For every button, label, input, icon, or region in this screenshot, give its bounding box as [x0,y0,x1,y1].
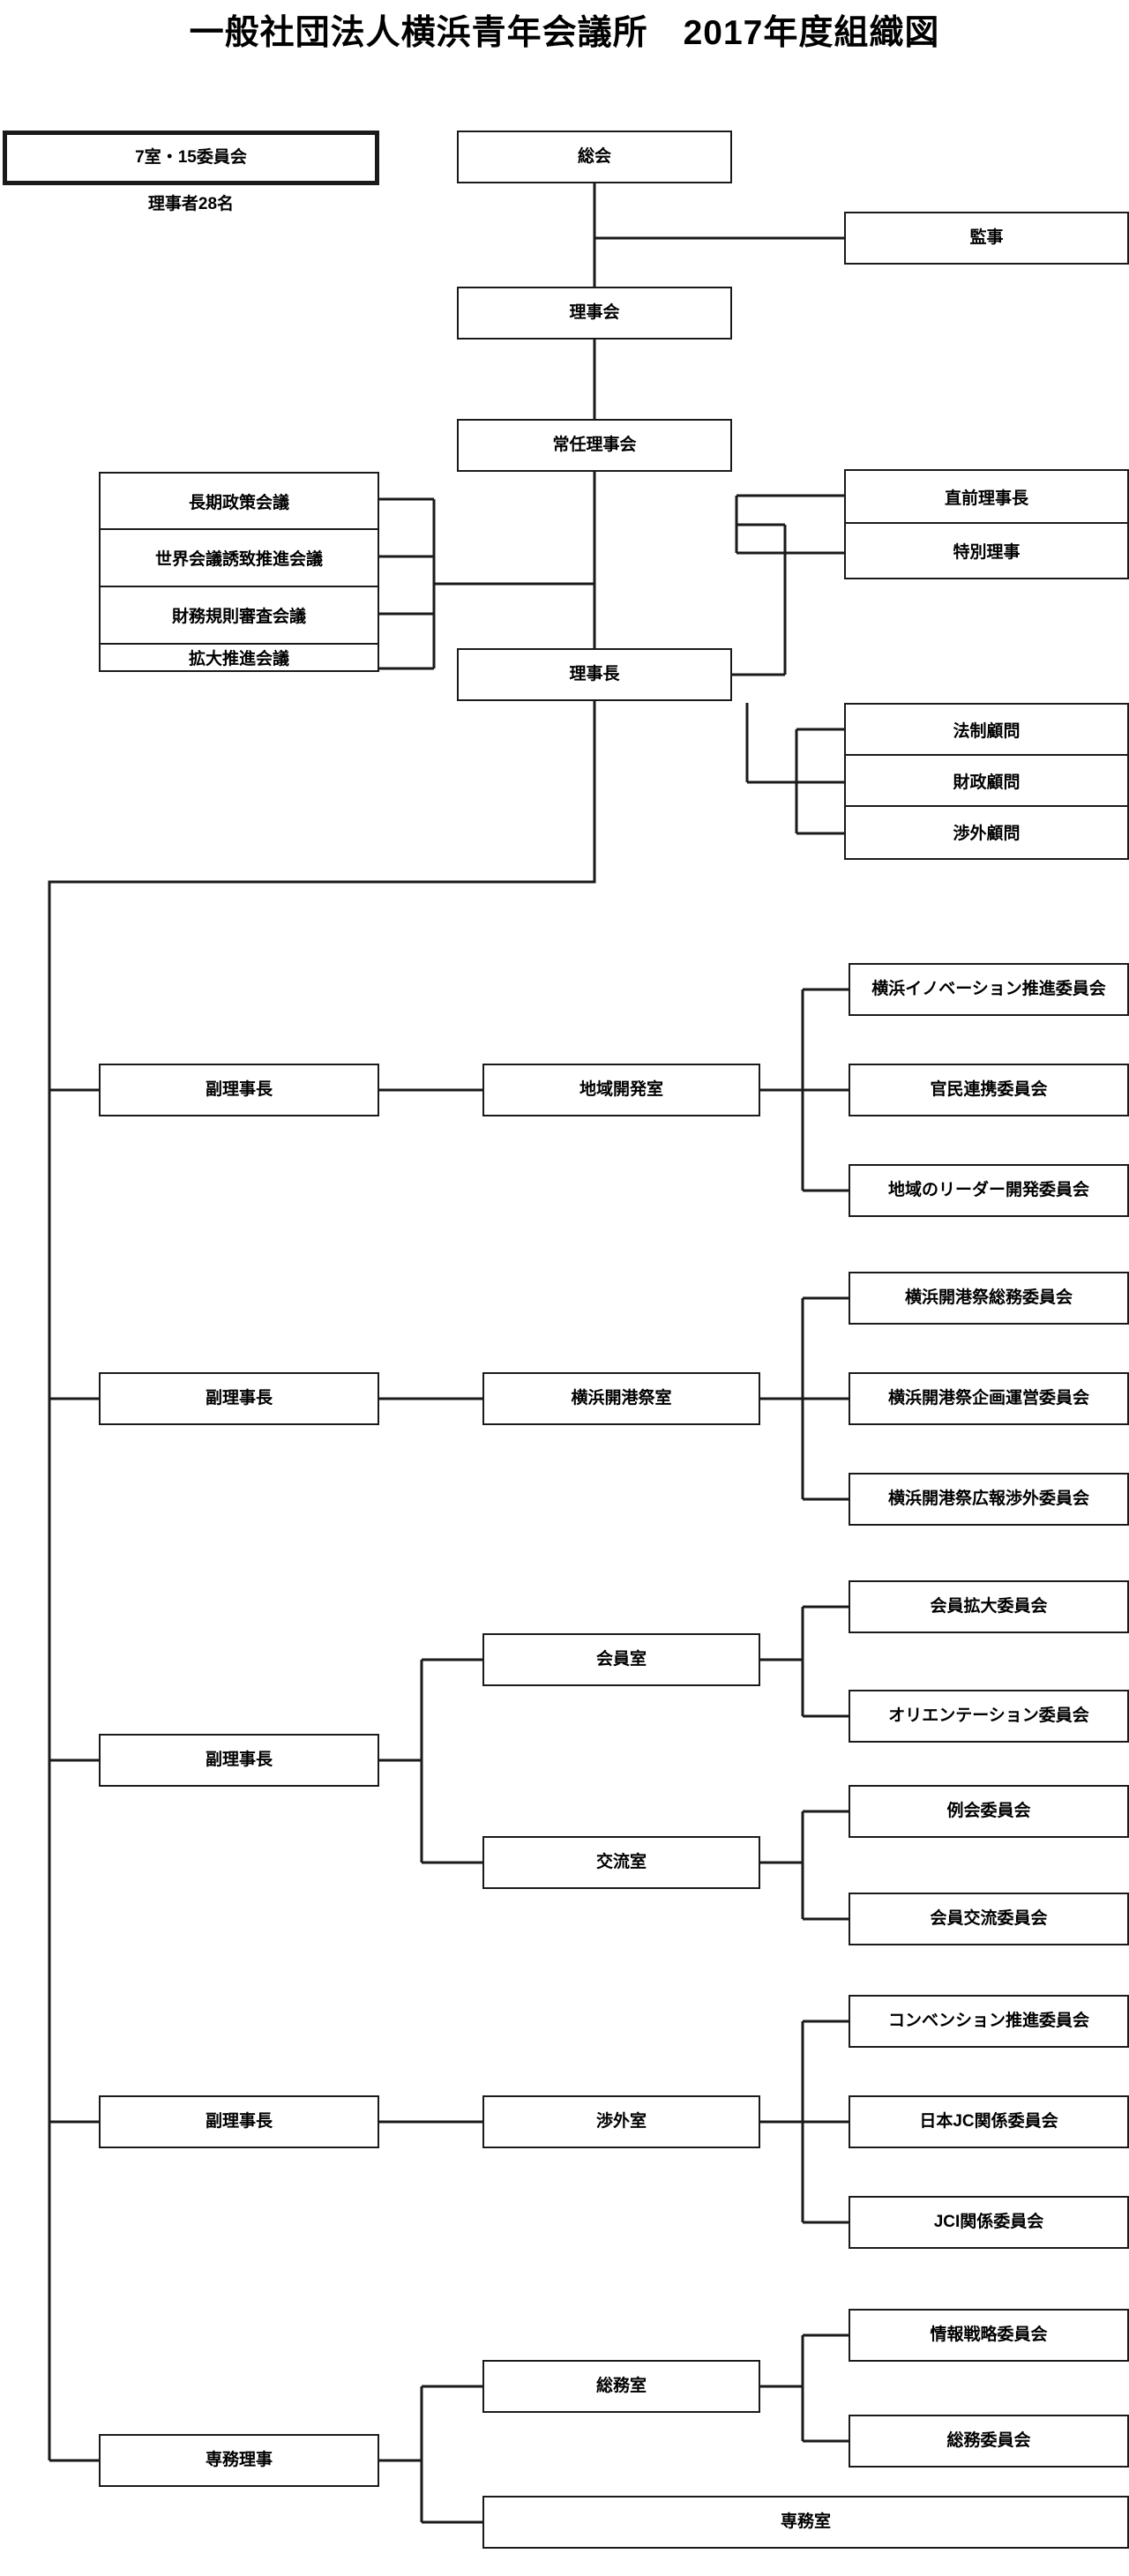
node-committee-yokohama-innovation[interactable]: 横浜イノベーション推進委員会 [849,963,1129,1016]
node-room-kaikosai-label: 横浜開港祭室 [571,1388,672,1407]
node-committee-regular-meeting-label: 例会委員会 [946,1801,1031,1820]
node-vice-president-2-label: 副理事長 [205,1388,273,1407]
node-council-2[interactable]: 世界会議誘致推進会議 [101,530,378,587]
node-external-advisor[interactable]: 渉外顧問 [846,807,1127,857]
node-committee-kaikosai-pr-label: 横浜開港祭広報渉外委員会 [887,1489,1089,1508]
node-committee-member-expansion-label: 会員拡大委員会 [930,1596,1048,1616]
node-room-managing-office[interactable]: 専務室 [482,2496,1129,2549]
node-committee-general-affairs[interactable]: 総務委員会 [849,2415,1129,2468]
node-committee-info-strategy-label: 情報戦略委員会 [930,2325,1048,2344]
node-room-external-affairs-label: 渉外室 [595,2111,647,2131]
node-general-meeting-label: 総会 [577,146,611,166]
node-committee-jci[interactable]: JCI関係委員会 [849,2196,1129,2249]
node-committee-kaikosai-general-affairs-label: 横浜開港祭総務委員会 [904,1288,1073,1307]
node-council-3-label: 財務規則審査会議 [171,608,306,626]
node-committee-member-expansion[interactable]: 会員拡大委員会 [849,1580,1129,1633]
node-committee-info-strategy[interactable]: 情報戦略委員会 [849,2309,1129,2362]
node-legal-advisor[interactable]: 法制顧問 [846,705,1127,756]
node-committee-orientation-label: オリエンテーション委員会 [888,1706,1089,1725]
node-vice-president-3[interactable]: 副理事長 [99,1734,379,1787]
node-committee-member-exchange-label: 会員交流委員会 [930,1908,1048,1928]
node-finance-advisor[interactable]: 財政顧問 [846,756,1127,807]
node-council-1-label: 長期政策会議 [188,493,289,512]
node-vice-president-1[interactable]: 副理事長 [99,1064,379,1116]
node-committee-regular-meeting[interactable]: 例会委員会 [849,1785,1129,1838]
node-managing-director-label: 専務理事 [205,2450,273,2469]
node-committee-jci-label: JCI関係委員会 [933,2212,1044,2231]
node-immediate-past-president[interactable]: 直前理事長 [846,471,1127,524]
node-immediate-past-president-label: 直前理事長 [944,489,1028,508]
node-vice-president-2[interactable]: 副理事長 [99,1372,379,1425]
node-room-general-affairs[interactable]: 総務室 [482,2360,760,2413]
node-vice-president-3-label: 副理事長 [205,1750,273,1769]
node-president-label: 理事長 [569,664,620,683]
node-president[interactable]: 理事長 [457,648,732,701]
node-committee-local-leader[interactable]: 地域のリーダー開発委員会 [849,1164,1129,1217]
node-managing-director[interactable]: 専務理事 [99,2434,379,2487]
node-board-of-directors[interactable]: 理事会 [457,287,732,340]
node-external-advisor-label: 渉外顧問 [953,825,1021,843]
legend-box-label: 7室・15委員会 [135,147,247,167]
node-standing-board-label: 常任理事会 [552,435,637,454]
node-special-director[interactable]: 特別理事 [846,524,1127,577]
special-officers-stack: 直前理事長 特別理事 [844,469,1129,579]
node-committee-member-exchange[interactable]: 会員交流委員会 [849,1893,1129,1945]
node-committee-yokohama-innovation-label: 横浜イノベーション推進委員会 [871,979,1106,998]
legend-box: 7室・15委員会 [3,131,379,185]
legend-caption: 理事者28名 [147,195,235,213]
node-room-exchange-label: 交流室 [595,1852,647,1871]
node-vice-president-4[interactable]: 副理事長 [99,2095,379,2148]
node-committee-japan-jc[interactable]: 日本JC関係委員会 [849,2095,1129,2148]
node-standing-board[interactable]: 常任理事会 [457,419,732,472]
node-council-1[interactable]: 長期政策会議 [101,474,378,530]
node-committee-local-leader-label: 地域のリーダー開発委員会 [887,1180,1089,1199]
node-council-3[interactable]: 財務規則審査会議 [101,587,378,645]
node-room-membership[interactable]: 会員室 [482,1633,760,1686]
node-board-of-directors-label: 理事会 [569,302,620,322]
advisors-stack: 法制顧問 財政顧問 渉外顧問 [844,703,1129,860]
node-room-kaikosai[interactable]: 横浜開港祭室 [482,1372,760,1425]
node-committee-kaikosai-planning-label: 横浜開港祭企画運営委員会 [887,1388,1089,1407]
node-room-membership-label: 会員室 [595,1649,647,1669]
node-finance-advisor-label: 財政顧問 [953,773,1021,792]
node-committee-kaikosai-general-affairs[interactable]: 横浜開港祭総務委員会 [849,1272,1129,1325]
node-general-meeting[interactable]: 総会 [457,131,732,183]
node-auditor-label: 監事 [969,228,1004,247]
node-auditor[interactable]: 監事 [844,212,1129,265]
node-vice-president-4-label: 副理事長 [205,2111,273,2131]
node-council-4[interactable]: 拡大推進会議 [101,645,378,669]
node-vice-president-1-label: 副理事長 [205,1079,273,1099]
node-legal-advisor-label: 法制顧問 [953,721,1021,741]
node-committee-kaikosai-planning[interactable]: 横浜開港祭企画運営委員会 [849,1372,1129,1425]
node-committee-orientation[interactable]: オリエンテーション委員会 [849,1690,1129,1743]
node-committee-general-affairs-label: 総務委員会 [946,2430,1031,2450]
node-committee-public-private[interactable]: 官民連携委員会 [849,1064,1129,1116]
node-committee-japan-jc-label: 日本JC関係委員会 [919,2111,1058,2131]
councils-stack: 長期政策会議 世界会議誘致推進会議 財務規則審査会議 拡大推進会議 [99,472,379,672]
node-committee-convention[interactable]: コンベンション推進委員会 [849,1995,1129,2048]
node-room-regional-development-label: 地域開発室 [579,1079,663,1099]
node-committee-public-private-label: 官民連携委員会 [930,1079,1048,1099]
node-special-director-label: 特別理事 [953,542,1021,562]
node-room-managing-office-label: 専務室 [780,2512,831,2531]
node-committee-convention-label: コンベンション推進委員会 [887,2011,1089,2030]
node-room-regional-development[interactable]: 地域開発室 [482,1064,760,1116]
node-council-4-label: 拡大推進会議 [188,649,289,668]
node-room-external-affairs[interactable]: 渉外室 [482,2095,760,2148]
node-committee-kaikosai-pr[interactable]: 横浜開港祭広報渉外委員会 [849,1473,1129,1526]
node-room-exchange[interactable]: 交流室 [482,1836,760,1889]
page-title: 一般社団法人横浜青年会議所 2017年度組織図 [189,14,940,52]
node-council-2-label: 世界会議誘致推進会議 [154,550,323,569]
node-room-general-affairs-label: 総務室 [595,2376,647,2395]
